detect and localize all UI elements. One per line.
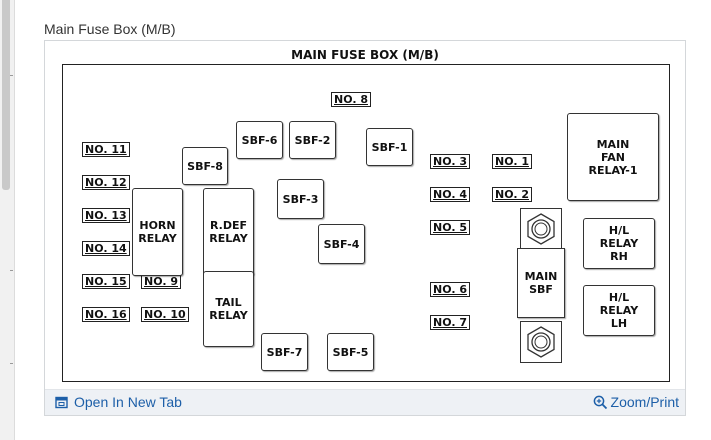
open-new-tab-label[interactable]: Open In New Tab	[74, 394, 182, 410]
fuse-no-7: NO. 7	[430, 315, 470, 330]
fuse-no-1: NO. 1	[492, 154, 532, 169]
diagram-title: MAIN FUSE BOX (M/B)	[291, 48, 439, 62]
figure-footer: Open In New Tab Zoom/Print	[45, 389, 685, 415]
sbf-4: SBF-4	[318, 224, 365, 264]
scrollbar-tick	[10, 270, 13, 271]
figure-caption: Main Fuse Box (M/B)	[44, 21, 176, 37]
figure-card: MAIN FUSE BOX (M/B) NO. 11 NO. 12 NO. 13…	[44, 40, 686, 416]
scrollbar-tick	[10, 363, 13, 364]
zoom-icon	[593, 395, 607, 409]
scrollbar-thumb[interactable]	[2, 0, 10, 190]
fuse-no-12: NO. 12	[82, 175, 130, 190]
zoom-print-label[interactable]: Zoom/Print	[610, 394, 679, 410]
main-sbf-lower-terminal	[520, 321, 562, 363]
fuse-no-13: NO. 13	[82, 208, 130, 223]
fuse-no-2: NO. 2	[492, 187, 532, 202]
horn-relay: HORN RELAY	[132, 188, 183, 276]
sbf-7: SBF-7	[261, 333, 308, 371]
scrollbar-tick	[10, 75, 13, 76]
sbf-5: SBF-5	[327, 333, 374, 371]
fuse-no-8: NO. 8	[331, 92, 371, 107]
fuse-no-14: NO. 14	[82, 241, 130, 256]
left-scrollbar[interactable]	[0, 0, 15, 440]
zoom-print-link[interactable]: Zoom/Print	[593, 394, 679, 410]
fuse-no-9: NO. 9	[141, 274, 181, 289]
main-sbf: MAIN SBF	[517, 248, 565, 318]
open-new-tab-icon	[55, 396, 68, 408]
hl-relay-lh: H/L RELAY LH	[583, 285, 655, 336]
hl-relay-rh: H/L RELAY RH	[583, 218, 655, 269]
fuse-no-15: NO. 15	[82, 274, 130, 289]
fuse-no-11: NO. 11	[82, 142, 130, 157]
tail-relay: TAIL RELAY	[203, 271, 254, 347]
fuse-no-4: NO. 4	[430, 187, 470, 202]
sbf-2: SBF-2	[289, 121, 336, 159]
main-fan-relay: MAIN FAN RELAY-1	[567, 113, 659, 201]
bolt-icon	[527, 213, 555, 245]
sbf-6: SBF-6	[236, 121, 283, 159]
sbf-1: SBF-1	[366, 128, 413, 166]
sbf-8: SBF-8	[182, 147, 228, 185]
fuse-no-3: NO. 3	[430, 154, 470, 169]
main-sbf-upper-terminal	[520, 208, 562, 250]
sbf-3: SBF-3	[277, 179, 324, 219]
open-new-tab-link[interactable]: Open In New Tab	[55, 394, 182, 410]
fuse-no-6: NO. 6	[430, 282, 470, 297]
rdef-relay: R.DEF RELAY	[203, 188, 254, 276]
fuse-no-10: NO. 10	[141, 307, 189, 322]
bolt-icon	[527, 326, 555, 358]
fuse-no-16: NO. 16	[82, 307, 130, 322]
fuse-box-diagram: NO. 11 NO. 12 NO. 13 NO. 14 NO. 15 NO. 1…	[62, 64, 670, 382]
fuse-no-5: NO. 5	[430, 220, 470, 235]
